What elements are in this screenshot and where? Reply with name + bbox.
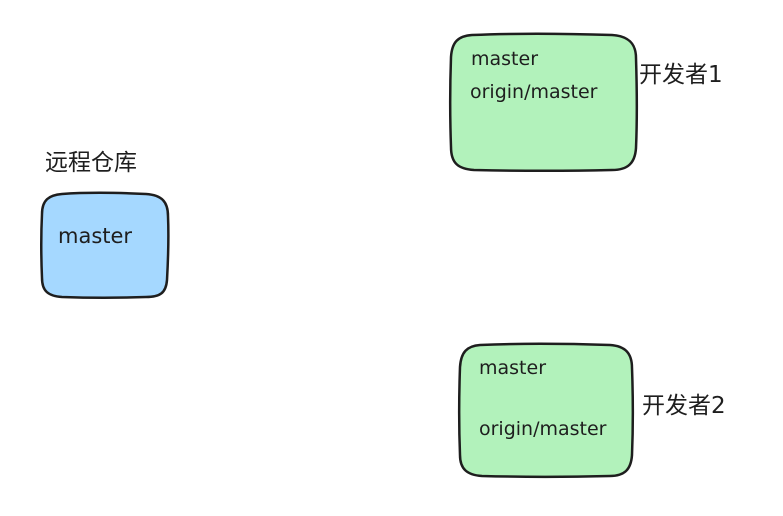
dev2-tracking-label: origin/master: [479, 418, 607, 440]
dev1-branch-label: master: [471, 48, 539, 70]
remote-branch-label: master: [58, 224, 133, 248]
dev1-label: 开发者1: [639, 62, 723, 88]
dev2-node[interactable]: [458, 342, 634, 478]
dev1-node[interactable]: [449, 32, 638, 172]
dev2-label: 开发者2: [642, 393, 726, 419]
remote-repo-node[interactable]: [40, 191, 170, 299]
remote-repo-title: 远程仓库: [45, 150, 137, 176]
dev2-branch-label: master: [479, 357, 547, 379]
dev1-tracking-label: origin/master: [470, 81, 598, 103]
